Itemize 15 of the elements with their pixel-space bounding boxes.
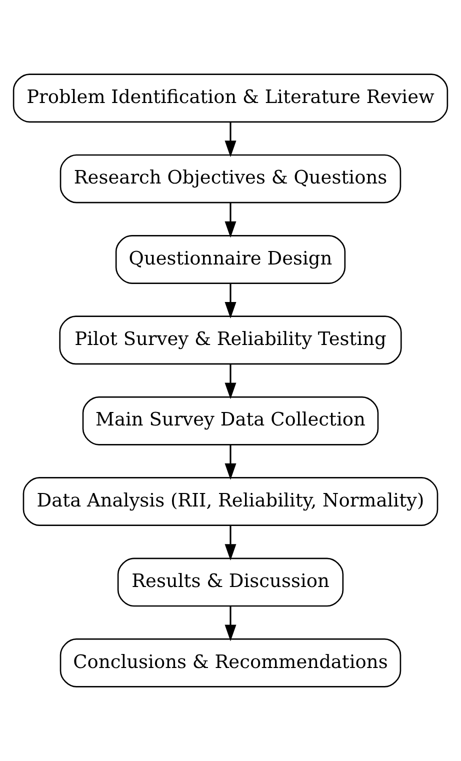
arrow	[224, 202, 236, 238]
node-box: Problem Identification & Literature Review	[12, 74, 448, 123]
arrow	[224, 122, 236, 158]
arrow	[224, 283, 236, 318]
node-box: Pilot Survey & Reliability Testing	[59, 316, 402, 365]
node-box: Results & Discussion	[117, 558, 344, 607]
arrow	[224, 444, 236, 480]
arrow	[224, 525, 236, 560]
node-box: Questionnaire Design	[115, 235, 346, 284]
node-box: Conclusions & Recommendations	[60, 638, 402, 688]
node-box: Research Objectives & Questions	[60, 154, 402, 204]
node-box: Data Analysis (RII, Reliability, Normality)	[22, 477, 438, 526]
node-box: Main Survey Data Collection	[82, 396, 379, 446]
arrow	[224, 364, 236, 400]
arrow	[224, 606, 236, 642]
